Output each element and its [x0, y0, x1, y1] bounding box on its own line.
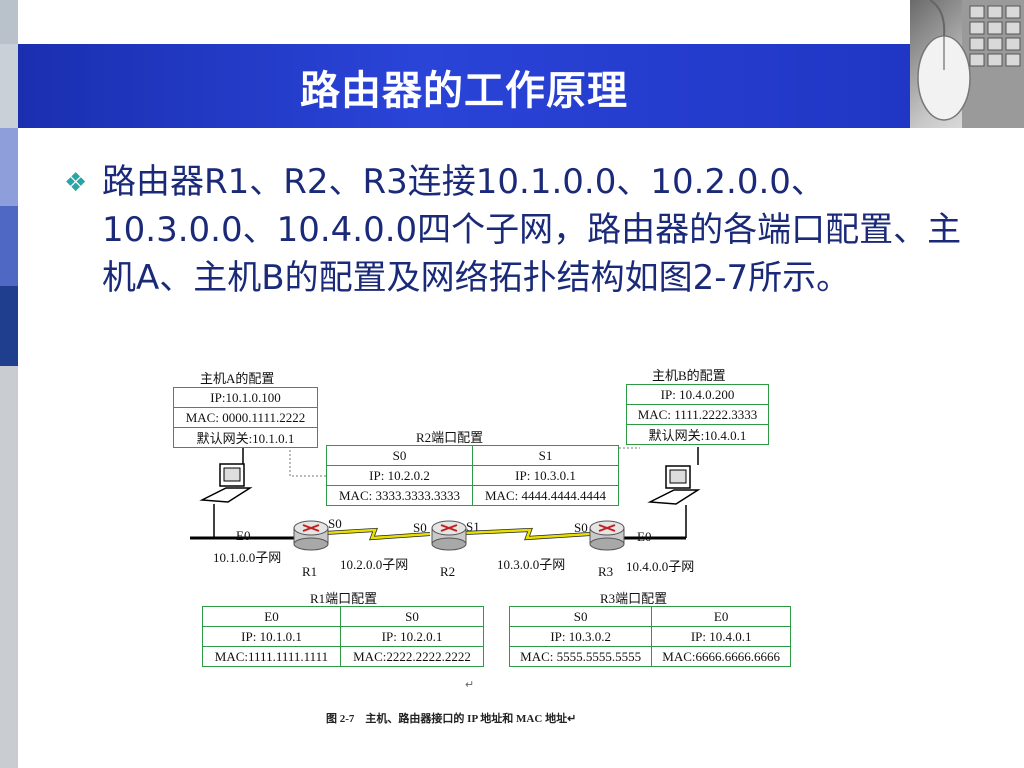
hostA-config-table: IP:10.1.0.100 MAC: 0000.1111.2222 默认网关:1…	[173, 387, 318, 448]
keyboard-mouse-photo	[910, 0, 1024, 128]
r2-col-s0: S0	[326, 445, 473, 466]
figure-caption: 图 2-7 主机、路由器接口的 IP 地址和 MAC 地址↵	[326, 713, 577, 725]
side-bar-1	[0, 0, 18, 44]
side-bar-2	[0, 44, 18, 128]
hostA-config-title: 主机A的配置	[200, 371, 275, 386]
subnet-4-label: 10.4.0.0子网	[626, 559, 695, 574]
r2-cfg-connector-left	[289, 448, 326, 477]
hostB-gateway: 默认网关:10.4.0.1	[626, 424, 769, 445]
title-bar: 路由器的工作原理	[18, 44, 910, 128]
r2-s1-ip: IP: 10.3.0.1	[472, 465, 619, 486]
hostB-computer-icon	[647, 465, 701, 505]
r1-e0-mac: MAC:1111.1111.1111	[202, 646, 341, 667]
r1-col-s0: S0	[340, 606, 484, 627]
r2-s1-label: S1	[466, 519, 480, 534]
serial-link-r2-r3-fill	[463, 528, 591, 540]
hostA-ip: IP:10.1.0.100	[173, 387, 318, 408]
router-r3-icon	[589, 520, 625, 551]
hostA-mac: MAC: 0000.1111.2222	[173, 407, 318, 428]
return-mark: ↵	[465, 679, 475, 691]
r1-e0-label: E0	[236, 528, 251, 543]
subnet-3-label: 10.3.0.0子网	[497, 557, 566, 572]
hostB-config-table: IP: 10.4.0.200 MAC: 1111.2222.3333 默认网关:…	[626, 384, 769, 445]
hostA-computer-icon	[199, 463, 253, 503]
r1-col-e0: E0	[202, 606, 341, 627]
r2-col-s1: S1	[472, 445, 619, 466]
r3-e0-ip: IP: 10.4.0.1	[651, 626, 791, 647]
diamond-bullet-icon: ❖	[64, 168, 88, 198]
router-r1-icon	[293, 520, 329, 551]
r3-e0-label: E0	[637, 529, 652, 544]
r2-s1-mac: MAC: 4444.4444.4444	[472, 485, 619, 506]
r1-config-title: R1端口配置	[310, 591, 378, 606]
router-r2-icon	[431, 520, 467, 551]
hostB-config-title: 主机B的配置	[652, 368, 726, 383]
hostB-mac: MAC: 1111.2222.3333	[626, 404, 769, 425]
body-paragraph: 路由器R1、R2、R3连接10.1.0.0、10.2.0.0、10.3.0.0、…	[102, 162, 962, 298]
r2-s0-label: S0	[413, 520, 427, 535]
side-bar-5	[0, 286, 18, 366]
hostB-ip: IP: 10.4.0.200	[626, 384, 769, 405]
r2-s0-ip: IP: 10.2.0.2	[326, 465, 473, 486]
side-bar-6	[0, 366, 18, 768]
subnet-2-label: 10.2.0.0子网	[340, 557, 409, 572]
r3-s0-ip: IP: 10.3.0.2	[508, 626, 653, 647]
router-r2-label: R2	[440, 564, 456, 579]
side-bar-3	[0, 128, 18, 206]
r1-s0-label: S0	[328, 516, 342, 531]
r3-config-title: R3端口配置	[600, 591, 668, 606]
r1-e0-ip: IP: 10.1.0.1	[202, 626, 341, 647]
router-r1-label: R1	[302, 564, 318, 579]
r2-config-title: R2端口配置	[416, 430, 484, 445]
r1-s0-mac: MAC:2222.2222.2222	[340, 646, 484, 667]
r3-col-e0: E0	[651, 606, 791, 627]
r3-col-s0: S0	[508, 606, 653, 627]
r2-s0-mac: MAC: 3333.3333.3333	[326, 485, 473, 506]
serial-link-r2-r3	[463, 527, 591, 541]
slide-title: 路由器的工作原理	[300, 68, 628, 114]
r3-e0-mac: MAC:6666.6666.6666	[651, 646, 791, 667]
r3-s0-label: S0	[574, 520, 588, 535]
r3-s0-mac: MAC: 5555.5555.5555	[508, 646, 653, 667]
r1-s0-ip: IP: 10.2.0.1	[340, 626, 484, 647]
side-bar-4	[0, 206, 18, 286]
subnet-1-label: 10.1.0.0子网	[213, 550, 282, 565]
hostA-gateway: 默认网关:10.1.0.1	[173, 427, 318, 448]
router-r3-label: R3	[598, 564, 614, 579]
